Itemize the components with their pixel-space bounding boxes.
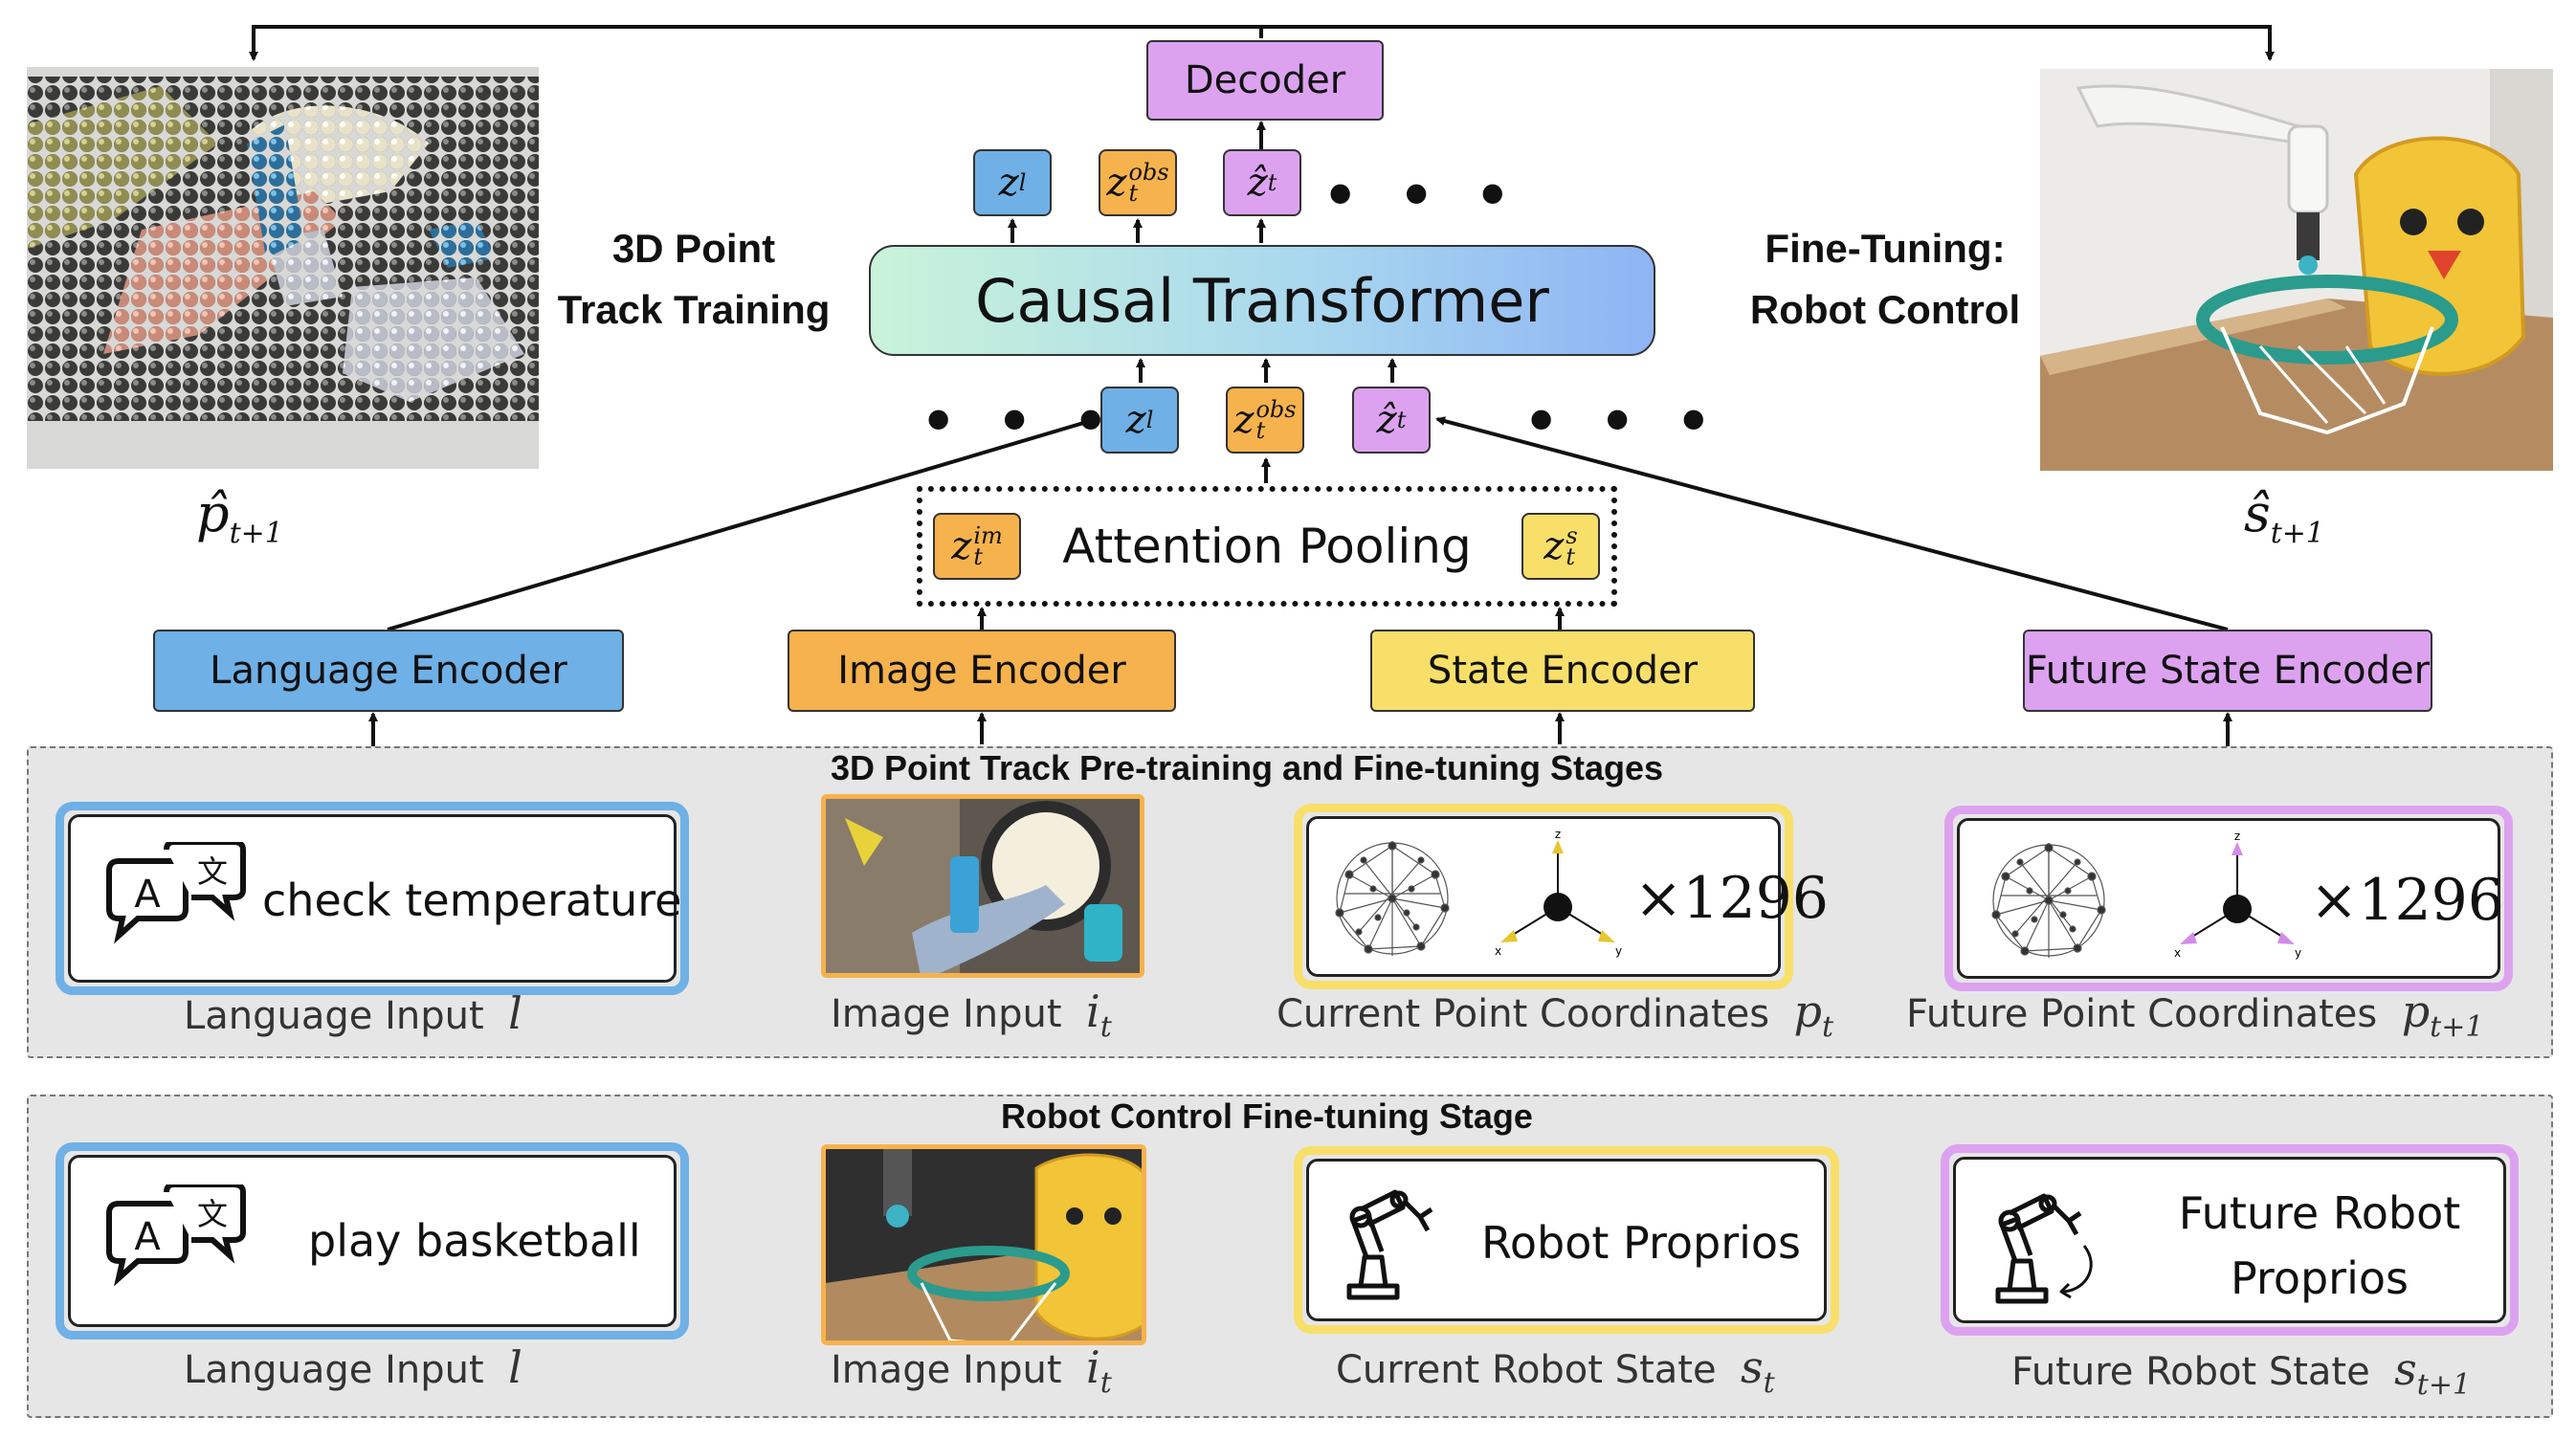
stage1-current-multiplier: ×1296 (1634, 865, 1829, 932)
state-encoder-label: State Encoder (1427, 649, 1699, 693)
svg-text:文: 文 (197, 853, 228, 890)
axis-y-label: y (1615, 944, 1622, 958)
stage1-future-caption: Future Point Coordinates pt+1 (1906, 985, 2484, 1045)
state-encoder-box: State Encoder (1370, 630, 1755, 712)
stage1-image-input (821, 794, 1144, 978)
attention-pooling-label: Attention Pooling (1062, 519, 1472, 574)
axis-x-label: x (1495, 944, 1501, 958)
future-state-encoder-label: Future State Encoder (2025, 649, 2431, 693)
svg-text:文: 文 (197, 1196, 228, 1232)
stage2-image-caption: Image Input it (831, 1341, 1112, 1401)
right-title-line1: Fine-Tuning: (1765, 226, 2006, 271)
language-encoder-box: Language Encoder (153, 630, 624, 712)
decoder-label: Decoder (1184, 58, 1346, 102)
attention-pooling-box: Attention Pooling (917, 486, 1617, 607)
stage1-future-card: z x y ×1296 (1957, 818, 2504, 979)
stage2-future-proprio-line1: Future Robot (2178, 1187, 2461, 1239)
robot-arm-icon (1995, 1193, 2093, 1304)
stage1-future-frame: z x y ×1296 (1944, 806, 2513, 991)
right-output-label: ŝt+1 (2244, 483, 2324, 550)
stage1-title: 3D Point Track Pre-training and Fine-tun… (830, 748, 1664, 787)
causal-transformer-box: Causal Transformer (869, 245, 1655, 356)
robot-basketball-photo (2040, 69, 2553, 471)
future-state-encoder-box: Future State Encoder (2023, 630, 2432, 712)
axes-icon: z x y (2174, 832, 2301, 960)
stage2-future-caption: Future Robot State st+1 (2011, 1343, 2472, 1403)
svg-text:A: A (134, 873, 161, 917)
translate-icon: A 文 (106, 842, 246, 944)
right-title: Fine-Tuning: Robot Control (1737, 218, 2033, 341)
input-ellipsis-right: • • • (1521, 383, 1721, 461)
output-ellipsis: • • • (1321, 157, 1521, 235)
stage2-future-proprio-line2: Proprios (2231, 1252, 2409, 1304)
stage2-current-card: Robot Proprios (1306, 1159, 1827, 1321)
axis-x-label: x (2174, 946, 2181, 960)
image-encoder-label: Image Encoder (837, 649, 1126, 693)
causal-transformer-label: Causal Transformer (975, 265, 1549, 336)
image-encoder-box: Image Encoder (788, 630, 1176, 712)
stage2-future-frame: Future Robot Proprios (1941, 1144, 2519, 1336)
stage1-language-text: check temperature (262, 874, 682, 926)
svg-text:A: A (134, 1215, 161, 1259)
stage1-language-frame: A 文 check temperature (56, 802, 689, 995)
axes-icon: z x y (1495, 830, 1622, 958)
left-title-line2: Track Training (557, 287, 831, 332)
stage1-future-multiplier: ×1296 (2310, 867, 2504, 934)
decoder-box: Decoder (1146, 40, 1384, 121)
stage2-future-proprio-text: Future Robot Proprios (2147, 1181, 2492, 1311)
left-title: 3D Point Track Training (541, 218, 847, 341)
stage1-current-frame: z x y ×1296 (1294, 804, 1829, 989)
stage2-current-frame: Robot Proprios (1294, 1146, 1839, 1334)
stage1-current-caption: Current Point Coordinates pt (1277, 985, 1834, 1045)
input-ellipsis-left: • • • (919, 383, 1119, 461)
left-output-label: p̂t+1 (196, 483, 283, 550)
axis-z-label: z (2234, 832, 2240, 843)
stage1-language-caption: Language Input l (184, 987, 522, 1039)
robot-arm-icon (1346, 1189, 1433, 1300)
translate-icon: A 文 (106, 1184, 246, 1287)
stage2-language-frame: A 文 play basketball (56, 1142, 689, 1339)
stage2-language-caption: Language Input l (184, 1341, 522, 1393)
point-cloud-icon (1335, 841, 1450, 956)
point-cloud-icon (1991, 843, 2106, 958)
point-cloud-render (27, 67, 539, 469)
stage2-title: Robot Control Fine-tuning Stage (1001, 1096, 1533, 1136)
language-encoder-label: Language Encoder (210, 649, 567, 693)
stage2-current-caption: Current Robot State st (1336, 1341, 1775, 1401)
left-title-line1: 3D Point (611, 226, 776, 271)
axis-y-label: y (2295, 946, 2301, 960)
stage2-language-card: A 文 play basketball (68, 1155, 677, 1327)
stage1-language-card: A 文 check temperature (68, 814, 681, 983)
stage2-language-text: play basketball (308, 1215, 641, 1267)
stage2-proprio-text: Robot Proprios (1481, 1217, 1802, 1269)
stage2-image-input (821, 1144, 1146, 1345)
axis-z-label: z (1555, 830, 1561, 841)
stage2-future-card: Future Robot Proprios (1953, 1157, 2506, 1323)
stage1-image-caption: Image Input it (831, 985, 1112, 1045)
right-title-line2: Robot Control (1749, 287, 2021, 332)
stage1-current-card: z x y ×1296 (1306, 816, 1829, 977)
